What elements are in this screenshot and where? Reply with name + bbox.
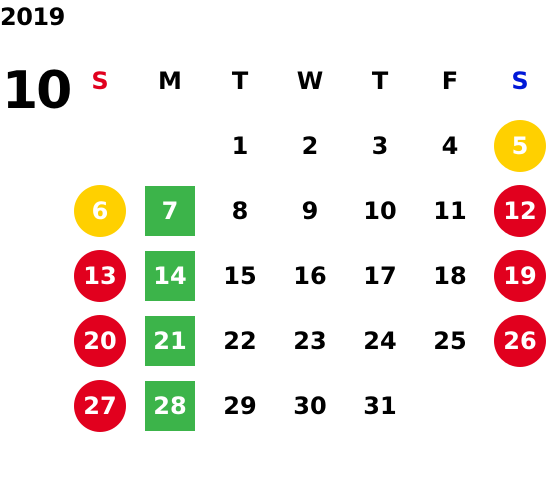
weekday-mon: M — [158, 66, 182, 95]
day-cell[interactable]: 13 — [65, 243, 135, 308]
day-number: 19 — [494, 249, 546, 302]
day-number: 7 — [145, 185, 195, 236]
day-number: 31 — [363, 391, 397, 420]
day-cell[interactable]: 31 — [345, 373, 415, 438]
day-number: 18 — [433, 261, 467, 290]
day-cell[interactable]: 17 — [345, 243, 415, 308]
day-cell[interactable]: 11 — [415, 178, 485, 243]
day-cell[interactable]: 21 — [135, 308, 205, 373]
day-cell[interactable]: 15 — [205, 243, 275, 308]
day-cell[interactable]: 19 — [485, 243, 548, 308]
weekday-tue: T — [231, 66, 249, 95]
day-cell[interactable]: 14 — [135, 243, 205, 308]
day-cell[interactable]: 22 — [205, 308, 275, 373]
day-cell[interactable]: 18 — [415, 243, 485, 308]
day-cell[interactable]: 1 — [205, 113, 275, 178]
weekday-sun: S — [91, 66, 109, 95]
day-cell[interactable]: 7 — [135, 178, 205, 243]
day-number: 11 — [433, 196, 467, 225]
day-number: 13 — [74, 249, 126, 302]
day-number: 27 — [74, 379, 126, 432]
day-number: 10 — [363, 196, 397, 225]
day-cell — [485, 373, 548, 438]
weekday-fri: F — [441, 66, 459, 95]
day-cell[interactable]: 28 — [135, 373, 205, 438]
weekday-sat: S — [511, 66, 529, 95]
day-cell[interactable]: 10 — [345, 178, 415, 243]
day-number: 17 — [363, 261, 397, 290]
week-row: 20 21 22 23 24 25 26 — [65, 308, 548, 373]
day-cell[interactable]: 30 — [275, 373, 345, 438]
day-cell — [65, 113, 135, 178]
day-number: 4 — [441, 131, 459, 160]
week-row: 13 14 15 16 17 18 19 — [65, 243, 548, 308]
day-number: 2 — [301, 131, 319, 160]
day-number: 26 — [494, 314, 546, 367]
day-cell — [135, 113, 205, 178]
week-row: 27 28 29 30 31 — [65, 373, 548, 438]
month-label: 10 — [2, 61, 72, 121]
weekday-thu: T — [371, 66, 389, 95]
day-cell[interactable]: 12 — [485, 178, 548, 243]
day-number: 14 — [145, 250, 195, 301]
day-cell[interactable]: 9 — [275, 178, 345, 243]
day-cell[interactable]: 26 — [485, 308, 548, 373]
day-number: 20 — [74, 314, 126, 367]
day-number: 15 — [223, 261, 257, 290]
day-cell[interactable]: 29 — [205, 373, 275, 438]
day-number: 3 — [371, 131, 389, 160]
day-number: 16 — [293, 261, 327, 290]
day-number: 8 — [231, 196, 249, 225]
day-cell[interactable]: 25 — [415, 308, 485, 373]
day-cell[interactable]: 5 — [485, 113, 548, 178]
day-number: 29 — [223, 391, 257, 420]
day-cell — [415, 373, 485, 438]
day-number: 12 — [494, 184, 546, 237]
day-cell[interactable]: 16 — [275, 243, 345, 308]
day-cell[interactable]: 3 — [345, 113, 415, 178]
day-number: 23 — [293, 326, 327, 355]
day-cell[interactable]: 4 — [415, 113, 485, 178]
day-number: 5 — [494, 119, 546, 172]
weekday-wed: W — [296, 66, 324, 95]
day-number: 30 — [293, 391, 327, 420]
day-cell[interactable]: 23 — [275, 308, 345, 373]
day-number: 6 — [74, 184, 126, 237]
day-cell[interactable]: 24 — [345, 308, 415, 373]
day-number: 28 — [145, 380, 195, 431]
day-number: 21 — [145, 315, 195, 366]
day-cell[interactable]: 6 — [65, 178, 135, 243]
year-label: 2019 — [0, 3, 65, 31]
day-cell[interactable]: 20 — [65, 308, 135, 373]
day-cell[interactable]: 2 — [275, 113, 345, 178]
day-number: 1 — [231, 131, 249, 160]
day-cell[interactable]: 27 — [65, 373, 135, 438]
day-number: 22 — [223, 326, 257, 355]
day-number: 25 — [433, 326, 467, 355]
week-row: 1 2 3 4 5 — [65, 113, 548, 178]
day-cell[interactable]: 8 — [205, 178, 275, 243]
day-number: 9 — [301, 196, 319, 225]
day-number: 24 — [363, 326, 397, 355]
